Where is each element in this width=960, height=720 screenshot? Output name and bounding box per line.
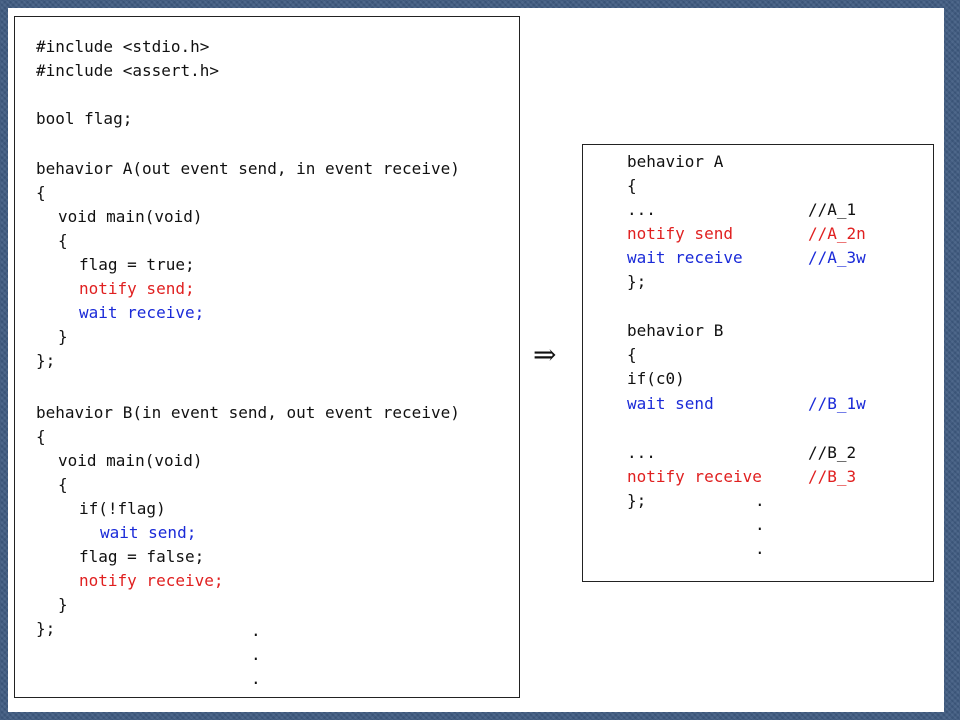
wait-receive-line: wait receive;	[79, 303, 205, 322]
wait-send-line: wait send;	[100, 523, 197, 542]
ellipsis-b-line: ...	[627, 443, 656, 462]
vertical-ellipsis-dot: .	[755, 491, 765, 510]
comment-a1: //A_1	[808, 200, 857, 219]
comment-b2: //B_2	[808, 443, 857, 462]
void-main-b-line: void main(void)	[58, 451, 203, 470]
include-stdio-line: #include <stdio.h>	[36, 37, 210, 56]
brace-open-main-a: {	[58, 231, 68, 250]
include-assert-line: #include <assert.h>	[36, 61, 220, 80]
if-not-flag-line: if(!flag)	[79, 499, 166, 518]
vertical-ellipsis-dot: .	[251, 645, 261, 664]
implies-arrow-icon: ⇒	[533, 338, 557, 371]
brace-close-a: };	[627, 272, 647, 291]
comment-b3: //B_3	[808, 467, 857, 486]
brace-open-a: {	[36, 183, 46, 202]
comment-a2n: //A_2n	[808, 224, 866, 243]
ellipsis-a-line: ...	[627, 200, 656, 219]
vertical-ellipsis-dot: .	[251, 669, 261, 688]
brace-open-main-b: {	[58, 475, 68, 494]
brace-close-main-a: }	[58, 327, 68, 346]
if-c0-line: if(c0)	[627, 369, 685, 388]
behavior-a-line: behavior A	[627, 152, 724, 171]
brace-close-a: };	[36, 351, 56, 370]
vertical-ellipsis-dot: .	[251, 621, 261, 640]
brace-open-a: {	[627, 176, 637, 195]
flag-true-line: flag = true;	[79, 255, 195, 274]
bool-flag-line: bool flag;	[36, 109, 133, 128]
flag-false-line: flag = false;	[79, 547, 205, 566]
notify-send-line: notify send;	[79, 279, 195, 298]
brace-open-b: {	[627, 345, 637, 364]
comment-b1w: //B_1w	[808, 394, 866, 413]
void-main-a-line: void main(void)	[58, 207, 203, 226]
wait-receive-line: wait receive	[627, 248, 743, 267]
notify-receive-line: notify receive;	[79, 571, 224, 590]
wait-send-line: wait send	[627, 394, 714, 413]
slide: #include <stdio.h> #include <assert.h> b…	[8, 8, 944, 712]
vertical-ellipsis-dot: .	[755, 539, 765, 558]
brace-close-main-b: }	[58, 595, 68, 614]
vertical-ellipsis-dot: .	[755, 515, 765, 534]
brace-open-b: {	[36, 427, 46, 446]
notify-send-line: notify send	[627, 224, 733, 243]
original-code-panel: #include <stdio.h> #include <assert.h> b…	[14, 16, 520, 698]
notify-receive-line: notify receive	[627, 467, 762, 486]
behavior-a-signature: behavior A(out event send, in event rece…	[36, 159, 460, 178]
behavior-b-signature: behavior B(in event send, out event rece…	[36, 403, 460, 422]
behavior-b-line: behavior B	[627, 321, 724, 340]
comment-a3w: //A_3w	[808, 248, 866, 267]
transformed-code-panel: behavior A { ... //A_1 notify send //A_2…	[582, 144, 934, 582]
brace-close-b: };	[36, 619, 56, 638]
brace-close-b: };	[627, 491, 647, 510]
